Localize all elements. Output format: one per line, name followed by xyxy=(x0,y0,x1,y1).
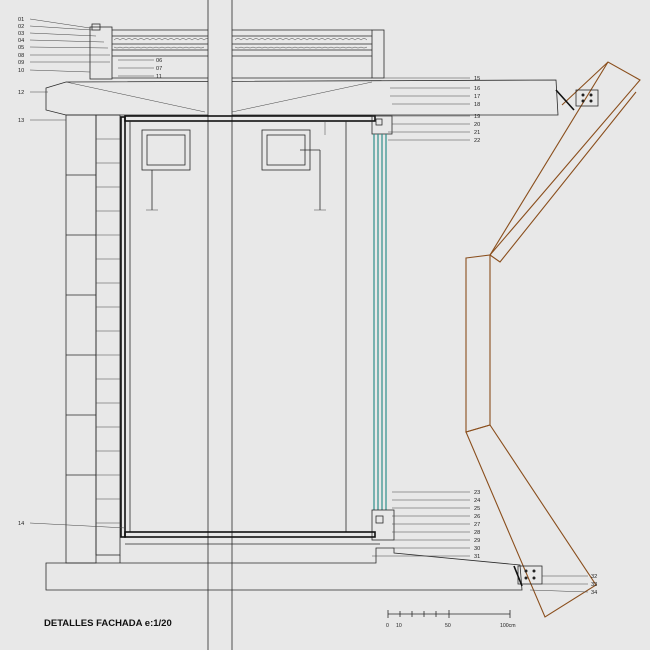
callout-11: 11 xyxy=(156,74,162,80)
callout-21: 21 xyxy=(474,130,480,136)
leader-lines xyxy=(29,18,589,593)
callout-34: 34 xyxy=(591,590,597,596)
glazing xyxy=(371,115,395,541)
callout-09: 09 xyxy=(18,60,24,66)
callout-25: 25 xyxy=(474,506,480,512)
callout-13: 13 xyxy=(18,118,24,124)
callout-28: 28 xyxy=(474,530,480,536)
callout-29: 29 xyxy=(474,538,480,544)
drawing-title: DETALLES FACHADA e:1/20 xyxy=(44,618,172,629)
break-lines xyxy=(207,0,233,650)
ceiling xyxy=(124,115,376,532)
callout-23: 23 xyxy=(474,490,480,496)
callout-03: 03 xyxy=(18,31,24,37)
callout-31: 31 xyxy=(474,554,480,560)
floor-slab xyxy=(45,531,523,591)
callout-14: 14 xyxy=(18,521,24,527)
scale-label-100: 100cm xyxy=(500,623,516,629)
callout-19: 19 xyxy=(474,114,480,120)
callout-33: 33 xyxy=(591,582,597,588)
callout-08: 08 xyxy=(18,53,24,59)
callouts-right-bottom: 23 24 25 26 27 28 29 30 31 xyxy=(474,490,480,560)
callouts-far-right: 32 33 34 xyxy=(591,574,597,596)
callout-04: 04 xyxy=(18,38,24,44)
callout-26: 26 xyxy=(474,514,480,520)
callout-10: 10 xyxy=(18,68,24,74)
callout-30: 30 xyxy=(474,546,480,552)
callout-16: 16 xyxy=(474,86,480,92)
callout-17: 17 xyxy=(474,94,480,100)
scale-bar: 0 10 50 100cm xyxy=(386,610,516,629)
roof-slab xyxy=(45,23,559,116)
scale-label-50: 50 xyxy=(445,623,451,629)
brick-courses xyxy=(96,138,120,524)
left-wall xyxy=(65,114,126,564)
callout-02: 02 xyxy=(18,24,24,30)
callout-18: 18 xyxy=(474,102,480,108)
callout-05: 05 xyxy=(18,45,24,51)
callouts-right-top: 15 16 17 18 19 20 21 22 xyxy=(474,76,480,144)
callout-12: 12 xyxy=(18,90,24,96)
callout-22: 22 xyxy=(474,138,480,144)
timber-louvre xyxy=(465,61,641,618)
scale-label-0: 0 xyxy=(386,623,389,629)
callout-27: 27 xyxy=(474,522,480,528)
callout-01: 01 xyxy=(18,17,24,23)
callout-15: 15 xyxy=(474,76,480,82)
callouts-left: 01 02 03 04 05 06 07 08 09 10 11 12 13 1… xyxy=(18,17,162,527)
gravel-layer xyxy=(113,38,368,49)
scale-label-10: 10 xyxy=(396,623,402,629)
callout-07: 07 xyxy=(156,66,162,72)
callout-24: 24 xyxy=(474,498,480,504)
callout-06: 06 xyxy=(156,58,162,64)
callout-20: 20 xyxy=(474,122,480,128)
callout-32: 32 xyxy=(591,574,597,580)
